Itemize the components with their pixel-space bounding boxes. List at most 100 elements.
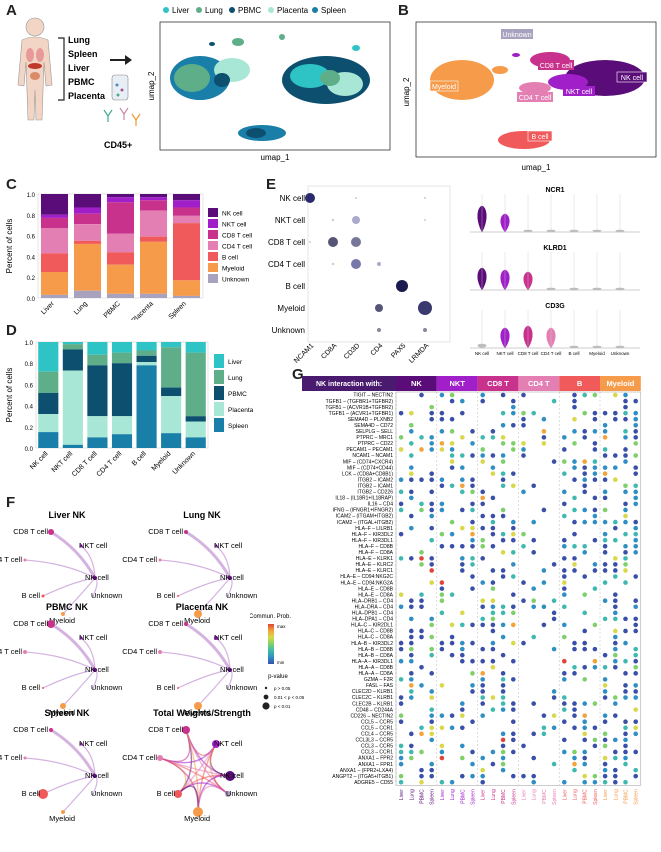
interaction-dot bbox=[500, 767, 506, 773]
interaction-dot bbox=[562, 634, 567, 640]
cluster-label: NKT cell bbox=[566, 89, 593, 96]
lr-pair-label: HLA–E – KLRK1 bbox=[356, 556, 393, 562]
network-node bbox=[61, 612, 65, 616]
interaction-dot bbox=[602, 677, 608, 682]
interaction-dot bbox=[500, 695, 506, 700]
network-node bbox=[49, 728, 53, 732]
interaction-dot bbox=[623, 568, 628, 573]
interaction-dot bbox=[613, 392, 618, 398]
interaction-dot bbox=[490, 531, 496, 537]
legend-swatch bbox=[214, 370, 224, 384]
interaction-dot bbox=[449, 483, 455, 489]
y-axis-label: Percent of cells bbox=[5, 219, 14, 274]
interaction-dot bbox=[582, 779, 587, 785]
interaction-dot bbox=[551, 761, 557, 767]
interaction-dot bbox=[623, 689, 628, 694]
lr-pair-label: ANXA1 – (FPR2+LXA4) bbox=[340, 768, 394, 774]
y-tick-label: 0.2 bbox=[25, 426, 34, 432]
interaction-dot bbox=[572, 441, 577, 446]
interaction-dot bbox=[480, 525, 485, 531]
expression-dot bbox=[423, 328, 427, 332]
interaction-dot bbox=[613, 628, 618, 634]
interaction-dot bbox=[602, 598, 608, 604]
interaction-dot bbox=[500, 471, 506, 476]
tissue-tick-label: Liver bbox=[603, 789, 609, 800]
dotplot-gene-label: PAX5 bbox=[390, 342, 407, 359]
cluster-label: Myeloid bbox=[432, 84, 456, 91]
interaction-dot bbox=[460, 568, 465, 573]
network-node-label: CD8 T cell bbox=[13, 527, 48, 536]
group-header bbox=[436, 376, 478, 391]
dotplot-row-label: CD8 T cell bbox=[268, 238, 305, 247]
interaction-dot bbox=[592, 586, 598, 591]
interaction-dot bbox=[409, 628, 414, 634]
tissue-label: Spleen bbox=[68, 49, 98, 59]
network-node-label: NK cell bbox=[85, 573, 109, 582]
interaction-dot bbox=[562, 604, 567, 610]
bar-segment bbox=[161, 347, 182, 388]
bar-segment bbox=[106, 293, 135, 298]
interaction-dot bbox=[490, 658, 496, 664]
interaction-dot bbox=[449, 398, 455, 404]
pval-label: 0.01 < p < 0.05 bbox=[274, 695, 305, 700]
interaction-dot bbox=[602, 471, 608, 476]
bar-segment bbox=[111, 342, 133, 353]
legend-label: Lung bbox=[205, 6, 223, 15]
network-node-label: CD4 T cell bbox=[0, 647, 22, 656]
interaction-dot bbox=[602, 543, 608, 549]
interaction-dot bbox=[633, 749, 638, 755]
interaction-dot bbox=[602, 683, 608, 688]
cluster-label: CD4 T cell bbox=[519, 95, 552, 102]
interaction-dot bbox=[541, 568, 547, 573]
interaction-dot bbox=[429, 731, 434, 737]
interaction-dot bbox=[409, 513, 414, 519]
interaction-dot bbox=[531, 773, 536, 779]
interaction-dot bbox=[613, 658, 618, 664]
bar-segment bbox=[139, 241, 168, 294]
y-tick-label: 0.6 bbox=[27, 235, 36, 241]
lr-pair-label: IL18 – (IL18R1+IL18RAP) bbox=[335, 496, 393, 502]
lr-pair-label: CD48 – CD244A bbox=[356, 707, 394, 713]
interaction-dot bbox=[582, 646, 587, 652]
interaction-dot bbox=[439, 683, 445, 688]
interaction-dot bbox=[623, 435, 628, 440]
bar-segment bbox=[62, 349, 83, 371]
bar-segment bbox=[111, 352, 133, 364]
network-node bbox=[42, 687, 44, 689]
legend-label: PBMC bbox=[238, 6, 261, 15]
interaction-dot bbox=[541, 580, 547, 585]
interaction-dot bbox=[398, 713, 404, 718]
x-tick-label: NKT cell bbox=[51, 450, 75, 474]
interaction-dot bbox=[613, 755, 618, 761]
bar-segment bbox=[172, 207, 201, 216]
interaction-dot bbox=[551, 562, 557, 567]
tissue-tick-label: Liver bbox=[562, 789, 568, 800]
legend-label: NKT cell bbox=[222, 222, 247, 229]
interaction-dot bbox=[500, 550, 506, 555]
interaction-dot bbox=[429, 568, 434, 573]
interaction-dot bbox=[480, 622, 485, 628]
interaction-dot bbox=[429, 646, 434, 652]
bar-segment bbox=[38, 371, 59, 393]
interaction-dot bbox=[419, 767, 424, 773]
interaction-dot bbox=[613, 453, 618, 458]
interaction-dot bbox=[613, 410, 618, 416]
interaction-dot bbox=[592, 459, 598, 464]
interaction-dot bbox=[439, 483, 445, 489]
interaction-dot bbox=[419, 392, 424, 398]
interaction-dot bbox=[500, 537, 506, 543]
interaction-dot bbox=[633, 598, 638, 604]
lr-pair-label: HLA–F – LILRB1 bbox=[355, 526, 393, 532]
interaction-dot bbox=[633, 731, 638, 737]
interaction-dot bbox=[541, 725, 547, 731]
interaction-dot bbox=[623, 531, 628, 537]
bar-segment bbox=[62, 342, 83, 345]
interaction-dot bbox=[582, 489, 587, 495]
group-label: Myeloid bbox=[606, 379, 634, 388]
interaction-dot bbox=[562, 489, 567, 495]
interaction-dot bbox=[439, 501, 445, 507]
interaction-dot bbox=[470, 671, 475, 676]
interaction-dot bbox=[592, 701, 598, 706]
interaction-dot bbox=[623, 459, 628, 464]
